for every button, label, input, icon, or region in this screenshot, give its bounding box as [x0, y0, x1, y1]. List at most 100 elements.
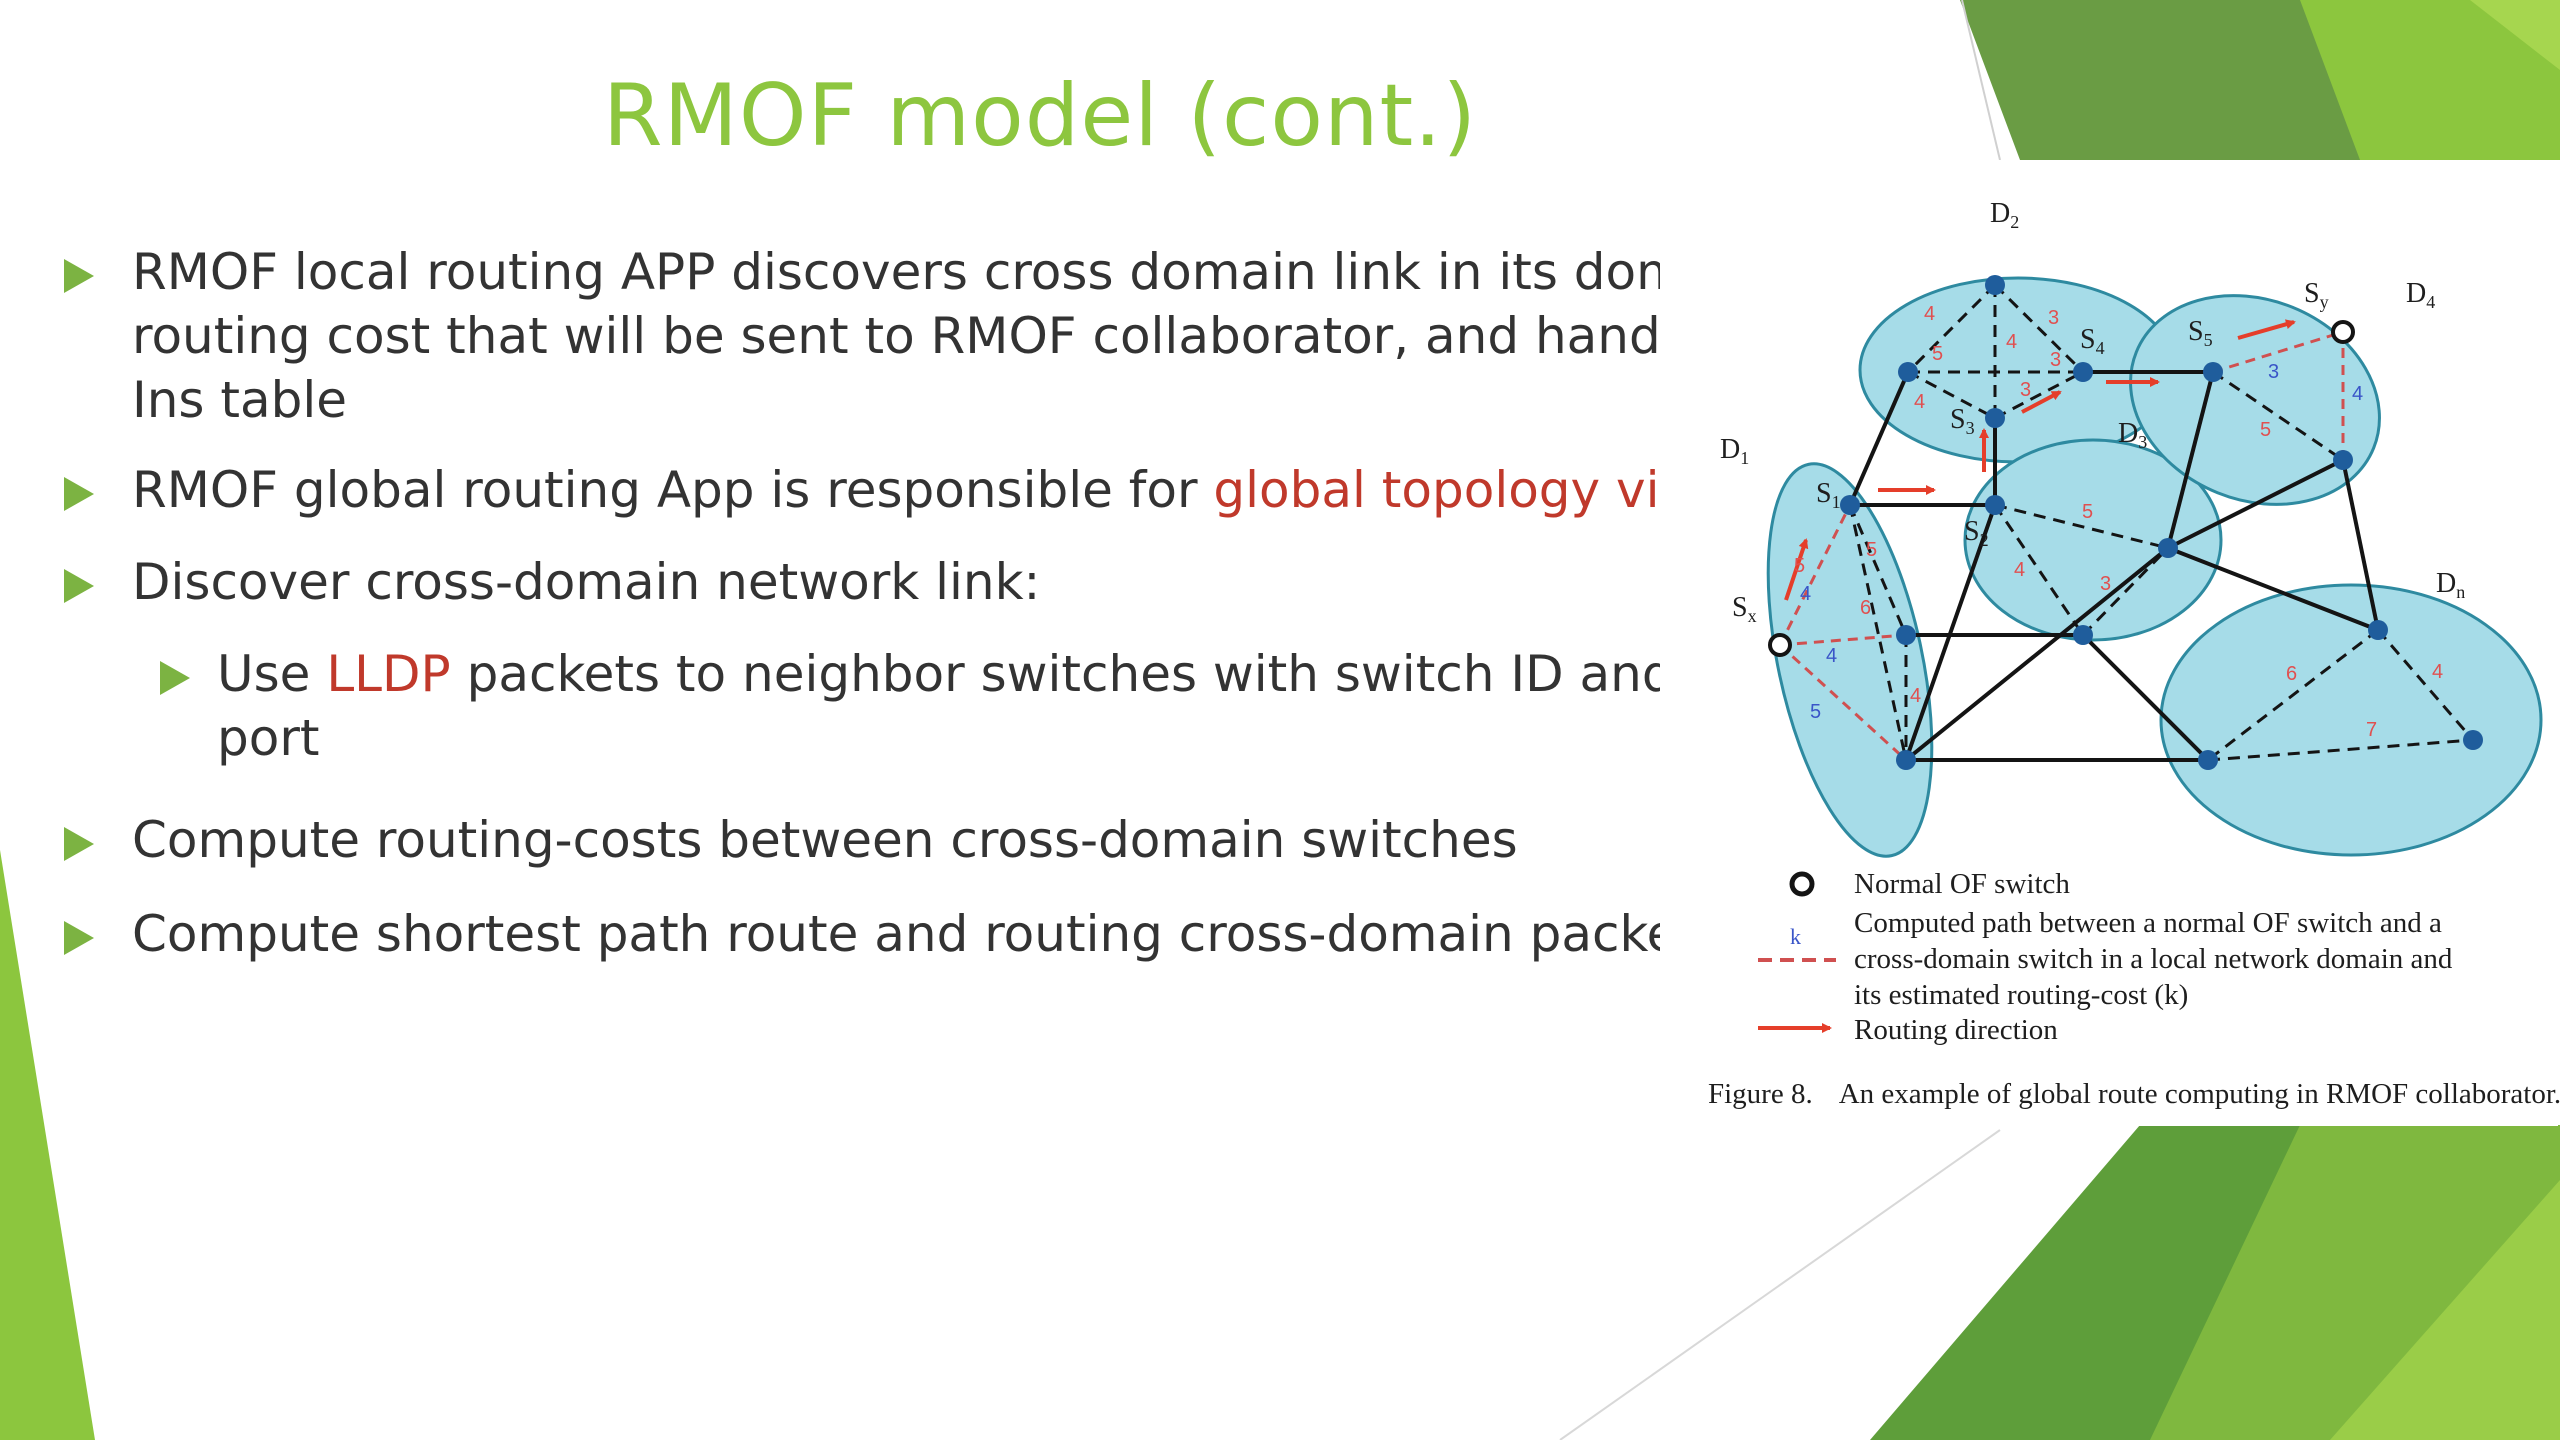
bullet-text-run: Ins table: [132, 371, 348, 429]
switch-label-s4: S4: [2080, 324, 2105, 358]
sub-bullet-arrow-icon: [160, 661, 190, 695]
cost-label: 3: [2050, 349, 2061, 371]
bullet-text-run: routing cost that will be sent to RMOF c…: [132, 307, 1660, 365]
cost-label: 3: [2020, 379, 2031, 401]
switch-node: [1896, 625, 1916, 645]
route-arrow: [1784, 538, 1809, 601]
cost-label: 4: [1800, 583, 1811, 605]
cost-label: 4: [1910, 685, 1921, 707]
domain-labels: D1 D2 D3 D4 Dn: [1720, 198, 2465, 602]
bullet-text-run: RMOF global routing App is responsible f…: [132, 461, 1214, 519]
cost-label: 5: [2260, 419, 2271, 441]
bullet-text: port: [217, 706, 320, 770]
normal-switch-node: [1768, 633, 1792, 657]
domain-d1: [1766, 462, 1934, 858]
cost-label: 5: [1810, 701, 1821, 723]
legend-computed-path: Computed path between a normal OF switch…: [1854, 907, 2453, 1011]
switch-label-sy: Sy: [2304, 278, 2329, 312]
switch-node: [2073, 362, 2093, 382]
normal-switch-nodes: [1768, 320, 2355, 657]
switch-node: [1985, 495, 2005, 515]
bullet-text-run: RMOF local routing APP discovers cross d…: [132, 243, 1660, 301]
computed-paths: [1778, 330, 2345, 762]
cost-label: 3: [2100, 573, 2111, 595]
domain-ellipses: [1766, 276, 2543, 858]
switch-label-s2: S2: [1964, 516, 1989, 550]
legend-normal-switch: Normal OF switch: [1854, 868, 2070, 900]
slide-title: RMOF model (cont.): [602, 66, 1478, 166]
highlight-text: LLDP: [326, 645, 451, 703]
bullet-text-run: port: [217, 709, 320, 767]
switch-nodes: [1840, 275, 2483, 770]
domain-label-d2: D2: [1990, 198, 2019, 232]
switch-node: [2463, 730, 2483, 750]
bullet-arrow-icon: [64, 921, 94, 955]
bullet-text: routing cost that will be sent to RMOF c…: [132, 304, 1660, 368]
switch-label-s1: S1: [1816, 478, 1841, 512]
cost-label: 4: [2006, 331, 2017, 353]
bullet-arrow-icon: [64, 827, 94, 861]
left-edge-facet: [0, 850, 95, 1440]
bullet-text-run: packets to neighbor switches with switch…: [450, 645, 1660, 703]
switch-node: [2333, 450, 2353, 470]
switch-label-s5: S5: [2188, 316, 2213, 350]
switch-node: [1840, 495, 1860, 515]
route-arrow: [2237, 319, 2296, 340]
cost-label: 5: [1866, 539, 1877, 561]
bullet-list: RMOF local routing APP discovers cross d…: [50, 240, 1660, 1020]
figure-caption: Figure 8.An example of global route comp…: [1708, 1078, 2560, 1110]
switch-node: [1896, 750, 1916, 770]
switch-node: [1985, 275, 2005, 295]
route-arrows: [1784, 319, 2296, 601]
bullet-text: RMOF global routing App is responsible f…: [132, 458, 1660, 522]
cost-label: 4: [2352, 383, 2363, 405]
legend-symbols: k: [1758, 871, 1836, 1033]
normal-switch-node: [2331, 320, 2355, 344]
cost-label: 4: [2014, 559, 2025, 581]
bullet-text: Compute shortest path route and routing …: [132, 902, 1660, 966]
domain-label-d4: D4: [2406, 278, 2435, 312]
domain-label-d3: D3: [2118, 418, 2147, 452]
domain-d3: [1963, 438, 2223, 642]
k-legend-symbol: k: [1790, 924, 1801, 949]
bullet-text-run: Use: [217, 645, 327, 703]
route-arrow: [2021, 390, 2062, 414]
bullet-text: Compute routing-costs between cross-doma…: [132, 808, 1518, 872]
switch-node: [1898, 362, 1918, 382]
cost-label: 3: [2048, 307, 2059, 329]
cost-label: 5: [1932, 343, 1943, 365]
bullet-text-run: Compute shortest path route and routing …: [132, 905, 1660, 963]
bullet-text: Ins table: [132, 368, 347, 432]
top-right-light-facet: [2300, 0, 2560, 160]
bullet-arrow-icon: [64, 477, 94, 511]
bullet-text: Use LLDP packets to neighbor switches wi…: [217, 642, 1660, 706]
bullet-arrow-icon: [64, 259, 94, 293]
solid-links: [1848, 370, 2380, 762]
bullet-text: RMOF local routing APP discovers cross d…: [132, 240, 1660, 304]
network-diagram: D1 D2 D3 D4 Dn S1 S2 S3 S4 S5 Sx Sy 4 3 …: [1720, 198, 2543, 1033]
bullet-text-run: Discover cross-domain network link:: [132, 553, 1041, 611]
highlight-text: global topology view: [1213, 461, 1660, 519]
switch-node: [1985, 408, 2005, 428]
cost-label: 5: [1794, 555, 1805, 577]
domain-label-d1: D1: [1720, 434, 1749, 468]
bullet-text: Discover cross-domain network link:: [132, 550, 1040, 614]
cost-label: 4: [1914, 391, 1925, 413]
normal-switch-legend-icon: [1789, 871, 1815, 897]
bottom-thin-line: [1559, 1129, 2001, 1440]
switch-node: [2368, 620, 2388, 640]
bottom-right-light-facet: [2330, 1180, 2560, 1440]
routing-figure: D1 D2 D3 D4 Dn S1 S2 S3 S4 S5 Sx Sy 4 3 …: [1688, 160, 2560, 1126]
cost-label: 3: [2268, 361, 2279, 383]
bullet-arrow-icon: [64, 569, 94, 603]
switch-labels: S1 S2 S3 S4 S5 Sx Sy: [1732, 278, 2329, 626]
bullet-text-run: Compute routing-costs between cross-doma…: [132, 811, 1518, 869]
switch-node: [2073, 625, 2093, 645]
cost-label: 6: [2286, 663, 2297, 685]
cost-label: 7: [2366, 719, 2377, 741]
switch-label-s3: S3: [1950, 404, 1975, 438]
cost-label: 4: [2432, 661, 2443, 683]
cost-label: 4: [1826, 645, 1837, 667]
